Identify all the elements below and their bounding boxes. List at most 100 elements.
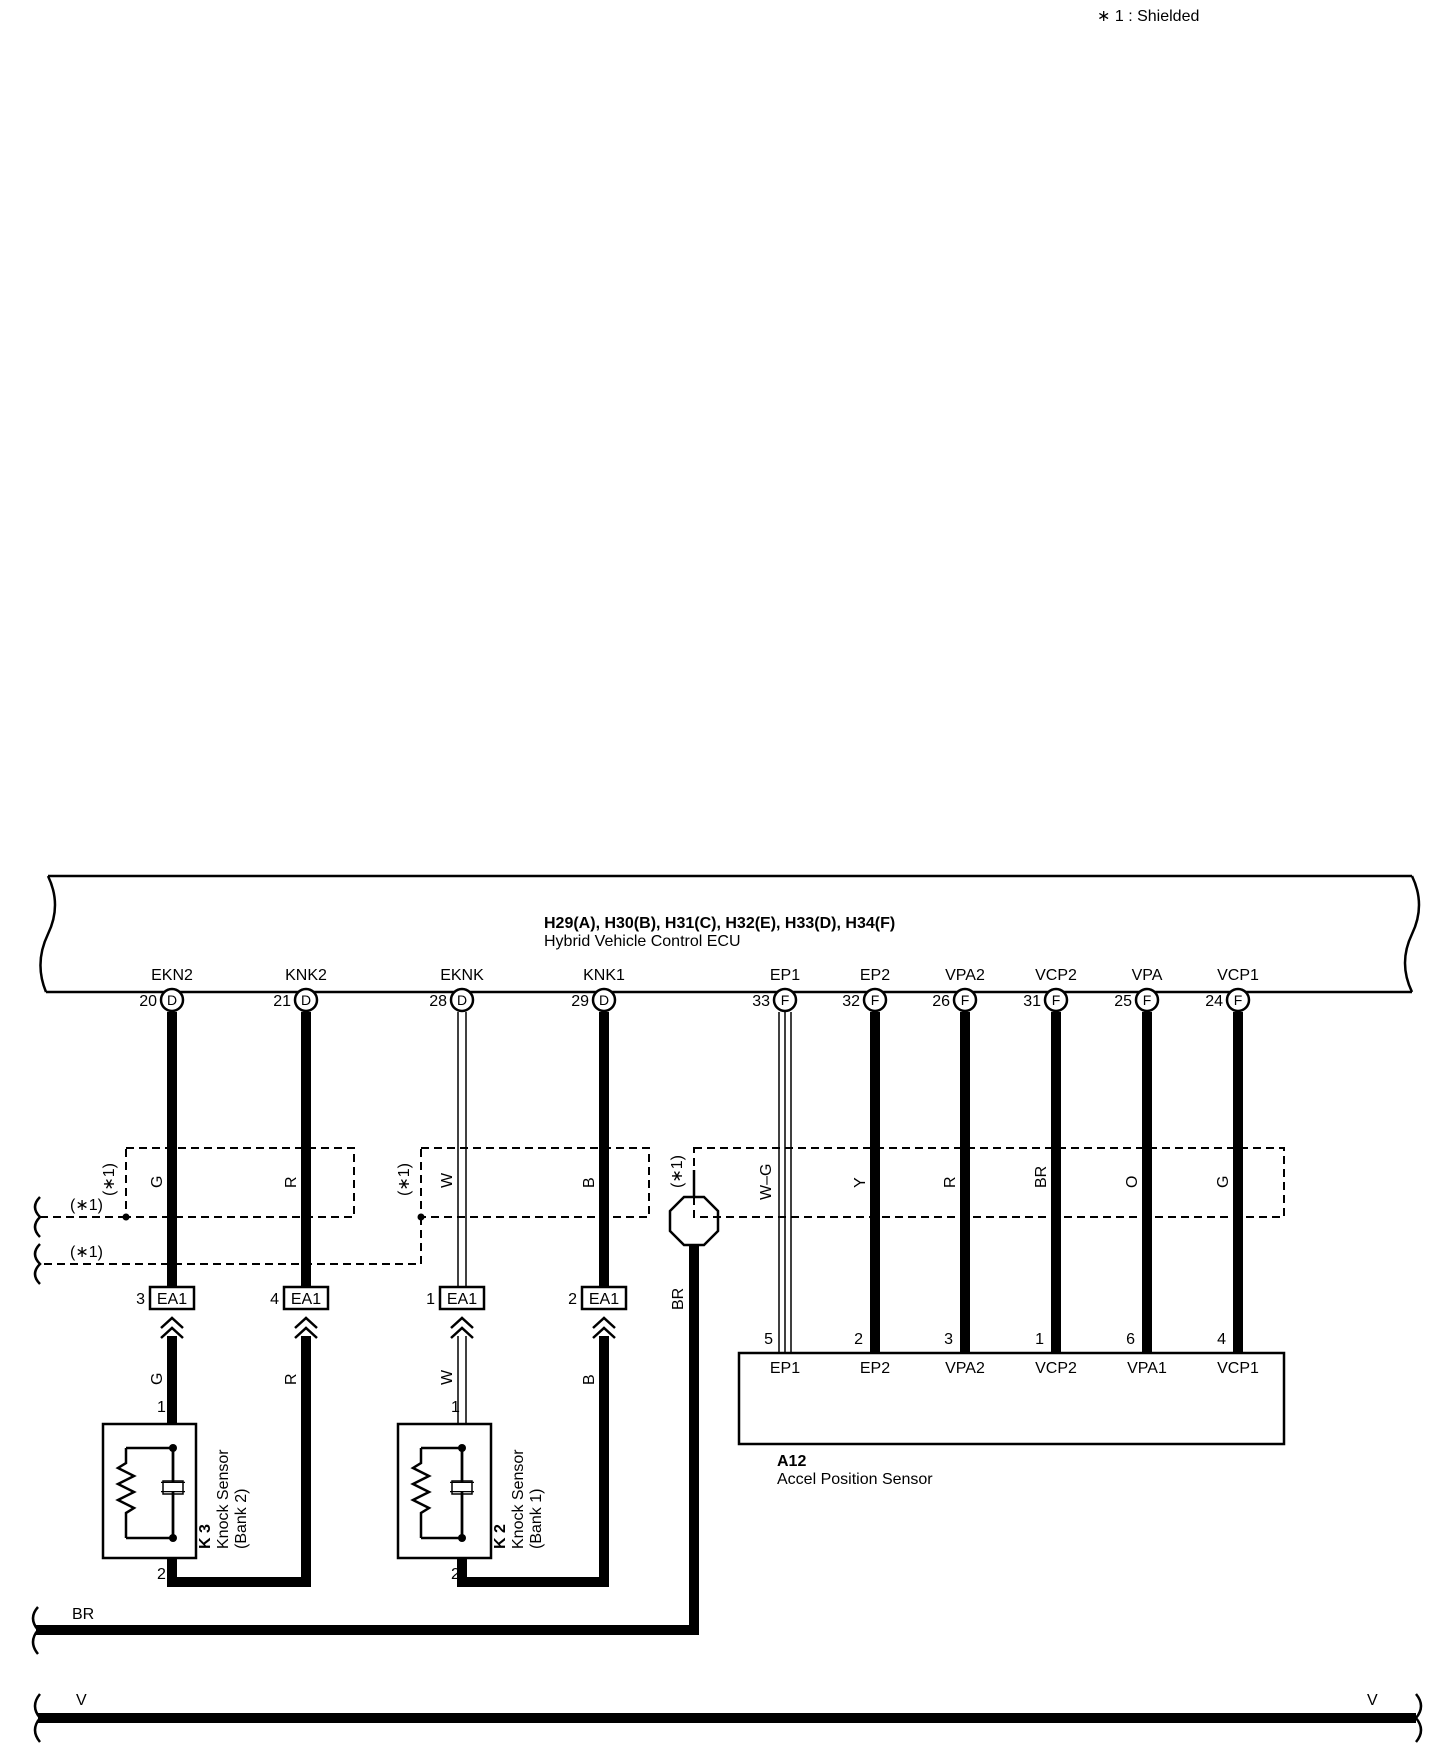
- ecu-pin-number: 32: [842, 993, 860, 1010]
- shield-boxes: [33, 1147, 1285, 1285]
- pin-circle: [1225, 987, 1251, 1013]
- ecu-pin-connector: F: [1234, 992, 1243, 1008]
- a12-code: A12: [777, 1453, 806, 1470]
- a12-pin-label: VPA2: [945, 1360, 985, 1377]
- shielded-note: ∗ 1 : Shielded: [1097, 8, 1199, 25]
- wire-color-knk1: B: [581, 1177, 598, 1188]
- ecu-pin-label: EP1: [770, 967, 800, 984]
- shield-ground-symbol: [668, 1195, 720, 1247]
- bus-v-label-left: V: [76, 1692, 87, 1709]
- ecu-pin-number: 25: [1114, 993, 1132, 1010]
- ecu-pin-connector: F: [1143, 992, 1152, 1008]
- wire-ep1: [778, 1012, 792, 1353]
- wire-knk1-sensor: [457, 1336, 609, 1587]
- ea1-pin-eknk: EA1 1W: [426, 1285, 486, 1385]
- pin-circle: [772, 987, 798, 1013]
- ecu-pin-label: EKNK: [440, 967, 484, 984]
- ecu-pins: EKN2D20KNK2D21EKNKD28KNK1D29EP1F33EP2F32…: [139, 967, 1259, 1013]
- ecu-pin-number: 31: [1023, 993, 1041, 1010]
- ea1-label: EA1: [447, 1291, 477, 1308]
- pin-circle: [293, 987, 319, 1013]
- bus-br: BR: [31, 1606, 94, 1655]
- pin-circle: [159, 987, 185, 1013]
- ecu-pin-connector: D: [599, 992, 609, 1008]
- ecu-pin-label: VCP1: [1217, 967, 1259, 984]
- wire-color-ekn2: G: [149, 1176, 166, 1188]
- ea1-label: EA1: [291, 1291, 321, 1308]
- ecu-pin-connector: F: [961, 992, 970, 1008]
- shield-box-a12: [693, 1147, 1285, 1218]
- a12-pin-label: EP2: [860, 1360, 890, 1377]
- ecu-pin-number: 33: [752, 993, 770, 1010]
- a12-pin-number: 2: [854, 1331, 863, 1348]
- ecu-name: Hybrid Vehicle Control ECU: [544, 933, 741, 950]
- ecu-pin-label: EP2: [860, 967, 890, 984]
- ecu-pin-connector: D: [301, 992, 311, 1008]
- a12-pin-number: 6: [1126, 1331, 1135, 1348]
- ecu-pin-label: KNK2: [285, 967, 327, 984]
- ecu-pin-connector: D: [167, 992, 177, 1008]
- wire-color-vcp1: G: [1215, 1176, 1232, 1188]
- wire-color-ep1: W–G: [758, 1164, 775, 1200]
- shield-box-k2: [420, 1147, 650, 1218]
- shield-label-k2-box: (∗1): [396, 1163, 413, 1196]
- ea1-pin-number: 3: [136, 1291, 145, 1308]
- k2-pin-1: 1: [451, 1399, 460, 1416]
- wire-eknk-sensor: [457, 1336, 467, 1424]
- ea1-pin-knk2: EA1 4R: [270, 1285, 330, 1385]
- bus-v-label-right: V: [1367, 1692, 1378, 1709]
- ea1-pin-number: 2: [568, 1291, 577, 1308]
- wires: [167, 1012, 1243, 1587]
- shield-label-drain-1: (∗1): [70, 1197, 103, 1214]
- wire-color-vpa2: R: [942, 1176, 959, 1188]
- ecu-code: H29(A), H30(B), H31(C), H32(E), H33(D), …: [544, 915, 895, 932]
- shield-label-k3-box: (∗1): [101, 1163, 118, 1196]
- accel-position-sensor-a12: A12 Accel Position Sensor: [737, 1351, 1286, 1488]
- ea1-pin-number: 1: [426, 1291, 435, 1308]
- ea1-pin-number: 4: [270, 1291, 279, 1308]
- ground-wire-color: BR: [670, 1288, 687, 1310]
- a12-name: Accel Position Sensor: [777, 1471, 933, 1488]
- shield-label-a12-box: (∗1): [669, 1155, 686, 1188]
- ecu-pin-connector: D: [457, 992, 467, 1008]
- ecu-block: H29(A), H30(B), H31(C), H32(E), H33(D), …: [39, 874, 1421, 994]
- wire-knk2-sensor: [167, 1336, 311, 1587]
- sensor-wire-color: W: [439, 1369, 456, 1385]
- ecu-pin-number: 28: [429, 993, 447, 1010]
- bus-br-label: BR: [72, 1606, 94, 1623]
- sensor-wire-color: G: [149, 1373, 166, 1385]
- ecu-pin-number: 29: [571, 993, 589, 1010]
- ecu-pin-eknk: EKNK D 28: [429, 967, 484, 1013]
- k2-pin-2: 2: [451, 1566, 460, 1583]
- k3-name: Knock Sensor: [215, 1449, 232, 1549]
- wire-color-knk2: R: [283, 1176, 300, 1188]
- ecu-pin-label: EKN2: [151, 967, 193, 984]
- ea1-label: EA1: [589, 1291, 619, 1308]
- ecu-pin-connector: F: [781, 992, 790, 1008]
- sensor-wire-color: R: [283, 1373, 300, 1385]
- a12-pin-number: 5: [764, 1331, 773, 1348]
- pin-circle: [952, 987, 978, 1013]
- pin-circle: [862, 987, 888, 1013]
- wire-color-vpa: O: [1124, 1176, 1141, 1188]
